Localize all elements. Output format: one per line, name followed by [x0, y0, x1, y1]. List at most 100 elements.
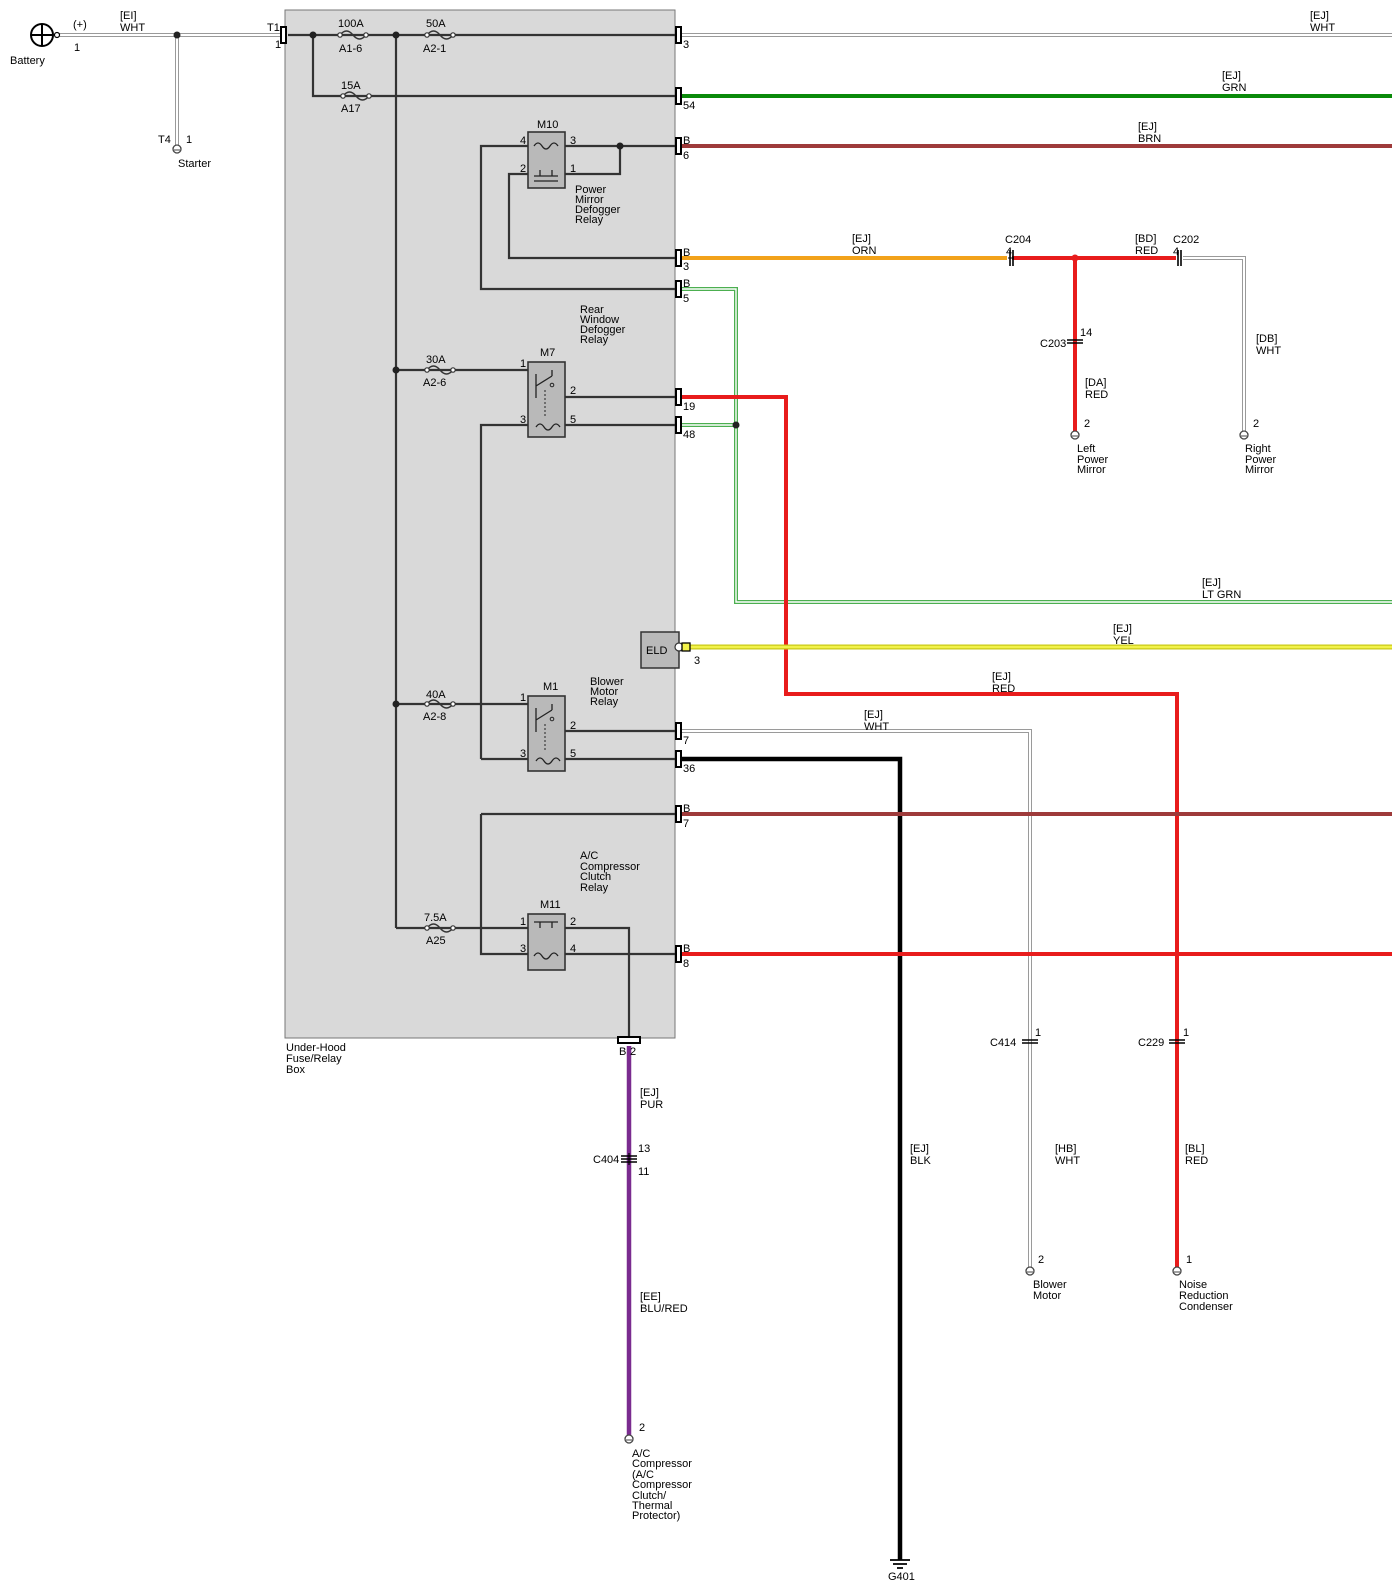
terminal-pin: 54: [683, 100, 695, 112]
relay-name: Mirror: [575, 194, 604, 206]
c229-label: C229: [1138, 1037, 1164, 1049]
terminal-bar: [675, 87, 682, 105]
terminal-conn: B: [683, 135, 690, 147]
relay-name: A/C: [580, 850, 598, 862]
terminal-pin: 5: [683, 293, 689, 305]
c229-connector: [1169, 1039, 1185, 1044]
fuse-id: A2-1: [423, 43, 446, 55]
fuse-terminal: [424, 701, 430, 707]
box-bottom-conn: B: [619, 1046, 626, 1058]
fuse-terminal: [424, 32, 430, 38]
relay-name: Window: [580, 314, 619, 326]
terminal-bar: [675, 805, 682, 823]
c404-connector: [621, 1153, 637, 1165]
wire-color: BLU/RED: [640, 1303, 688, 1315]
relay-pin: 4: [520, 135, 526, 147]
relay-pin: 1: [520, 916, 526, 928]
relay-pin: 1: [520, 358, 526, 370]
terminal-pin: 19: [683, 401, 695, 413]
relay-pin: 2: [570, 916, 576, 928]
blower-pin: 2: [1038, 1254, 1044, 1266]
relay-id: M1: [543, 681, 558, 693]
c414-label: C414: [990, 1037, 1016, 1049]
terminal-bar: [675, 137, 682, 155]
fuse-terminal: [424, 925, 430, 931]
terminal-pin: 8: [683, 958, 689, 970]
terminal-conn: B: [683, 943, 690, 955]
wire-code: [EJ]: [1138, 121, 1157, 133]
fuse-terminal: [424, 367, 430, 373]
compressor-label: Compressor: [632, 1479, 692, 1491]
wire-red-19: [680, 395, 1179, 1268]
battery-label: Battery: [10, 55, 45, 67]
wire-code: [EE]: [640, 1291, 661, 1303]
relay-pin: 5: [570, 748, 576, 760]
fuse-rating: 100A: [338, 18, 364, 30]
fuse-terminal: [340, 93, 346, 99]
c404-label: C404: [593, 1154, 619, 1166]
ground-label: G401: [888, 1571, 915, 1582]
fuse-symbol: [426, 699, 454, 709]
condenser-terminal: [1172, 1266, 1182, 1276]
wire-code: [EJ]: [1310, 10, 1329, 22]
right-mirror-label: Power: [1245, 454, 1277, 466]
c202-label: C202: [1173, 234, 1199, 246]
c202-pin: 4: [1173, 246, 1179, 258]
fuse-terminal: [337, 32, 343, 38]
terminal-pin: 7: [683, 735, 689, 747]
c202-connector: [1177, 250, 1182, 266]
fuse-terminal: [363, 32, 369, 38]
wire-code: [HB]: [1055, 1143, 1076, 1155]
wire-color: WHT: [1310, 22, 1335, 34]
c404-pin: 13: [638, 1143, 650, 1155]
wire-code: [EJ]: [1222, 70, 1241, 82]
fuse-id: A2-6: [423, 377, 446, 389]
terminal-bar: [675, 945, 682, 963]
terminal-pin: 36: [683, 763, 695, 775]
fuse-terminal: [450, 925, 456, 931]
terminal-pin: 3: [683, 261, 689, 273]
terminal-pin: 7: [683, 818, 689, 830]
blower-label: Motor: [1033, 1290, 1061, 1302]
terminal-bar: [675, 388, 682, 406]
wire-lt-grn: [680, 287, 1392, 604]
terminal-bar: [675, 280, 682, 298]
fuse-terminal: [366, 93, 372, 99]
relay-pin: 3: [520, 748, 526, 760]
wire-blk: [680, 756, 903, 1560]
terminal-conn: B: [683, 247, 690, 259]
starter-conn: T4: [158, 134, 171, 146]
internal-wiring: [288, 33, 678, 1040]
wire-code: [EJ]: [1202, 577, 1221, 589]
wire-color: PUR: [640, 1099, 663, 1111]
eld-label: ELD: [646, 645, 667, 657]
relay-name: Relay: [580, 334, 609, 346]
compressor-label: Clutch/: [632, 1490, 667, 1502]
condenser-label: Condenser: [1179, 1301, 1233, 1313]
terminal-bar: [675, 26, 682, 44]
right-mirror-pin: 2: [1253, 418, 1259, 430]
relay-pin: 1: [570, 163, 576, 175]
relay-pin: 3: [570, 135, 576, 147]
starter-pin: 1: [186, 134, 192, 146]
c414-connector: [1022, 1039, 1038, 1044]
relay-m7: [527, 361, 566, 438]
fuse-rating: 15A: [341, 80, 361, 92]
wire-code: [EJ]: [864, 709, 883, 721]
terminal-conn: B: [683, 803, 690, 815]
right-mirror-label: Right: [1245, 443, 1271, 455]
terminal-pin: 6: [683, 150, 689, 162]
starter-terminal: [172, 144, 182, 154]
fuse-symbol: [342, 91, 370, 101]
condenser-label: Reduction: [1179, 1290, 1229, 1302]
relay-id: M11: [540, 899, 561, 911]
compressor-label: Protector): [632, 1510, 680, 1522]
box-label: Under-Hood: [286, 1042, 346, 1054]
c404-pin: 11: [638, 1166, 649, 1178]
right-mirror-label: Mirror: [1245, 464, 1274, 476]
blower-terminal: [1025, 1266, 1035, 1276]
compressor-label: (A/C: [632, 1469, 654, 1481]
relay-name: Motor: [590, 686, 618, 698]
relay-name: Clutch: [580, 871, 611, 883]
